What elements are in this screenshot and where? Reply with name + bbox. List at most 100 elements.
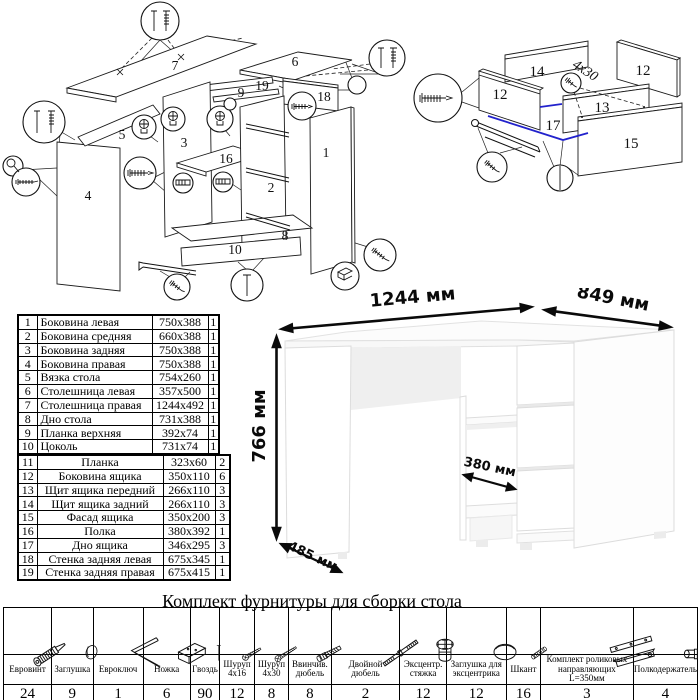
parts-cell-qty: 1 [214,523,231,539]
hardware-qty: 1 [92,683,144,700]
shelf-holder-icon [632,607,698,660]
hardware-qty: 4 [632,683,698,700]
parts-cell-num: 15 [17,510,38,525]
hardware-qty: 24 [2,683,53,700]
parts-cell-name: Боковина ящика [36,468,164,484]
hardware-qty: 8 [288,683,332,700]
parts-cell-size: 731x74 [151,439,209,455]
parts-cell-name: Столешница левая [36,383,153,399]
parts-cell-size: 675x415 [162,565,216,581]
euro-screw-icon [2,607,66,667]
parts-cell-num: 9 [17,425,38,441]
parts-cell-qty: 1 [207,314,220,330]
svg-text:1: 1 [323,145,330,160]
screw-small-icon [219,607,262,661]
svg-text:16: 16 [219,151,233,166]
parts-cell-size: 392x74 [151,425,209,441]
parts-cell-qty: 3 [214,537,231,553]
parts-cell-name: Стенка задняя левая [36,551,164,567]
parts-cell-size: 660x388 [151,328,209,344]
parts-cell-num: 11 [17,454,38,470]
hardware-qty: 2 [330,683,401,700]
parts-cell-qty: 1 [214,551,231,567]
parts-cell-size: 731x388 [151,411,209,427]
svg-text:19: 19 [255,78,269,93]
parts-cell-size: 750x388 [151,342,209,358]
parts-cell-name: Полка [36,523,164,539]
hardware-qty: 8 [253,683,290,700]
parts-cell-name: Боковина левая [36,314,153,330]
parts-cell-size: 323x60 [162,454,216,470]
parts-cell-num: 8 [17,411,38,427]
svg-text:9: 9 [238,85,245,100]
svg-text:10: 10 [228,242,242,257]
parts-cell-qty: 1 [207,411,220,427]
parts-cell-name: Щит ящика передний [36,482,164,498]
parts-cell-num: 18 [17,551,38,567]
parts-cell-num: 14 [17,496,38,512]
parts-cell-size: 350x200 [162,510,216,525]
parts-cell-size: 750x388 [151,314,209,330]
parts-cell-qty: 3 [214,496,231,512]
svg-text:15: 15 [624,136,639,152]
parts-cell-qty: 1 [207,328,220,344]
parts-cell-size: 380x392 [162,523,216,539]
hardware-label: Евроключ [92,654,144,685]
parts-cell-qty: 3 [214,482,231,498]
parts-cell-num: 1 [17,314,38,330]
nail-icon [189,607,221,661]
parts-cell-size: 266x110 [162,496,216,512]
double-dowel-icon [330,607,419,667]
drawer-assembly-diagram: 14 12 12 13 15 17 4x30 [413,39,683,192]
parts-cell-num: 10 [17,439,38,455]
svg-text:1244 мм: 1244 мм [369,288,456,312]
hardware-qty: 6 [142,683,191,700]
screw-large-icon [253,607,298,662]
hardware-qty: 9 [51,683,94,700]
parts-cell-qty: 1 [207,356,220,372]
svg-text:12: 12 [636,63,651,79]
parts-cell-size: 266x110 [162,482,216,498]
hardware-qty: 12 [399,683,447,700]
parts-cell-name: Стенка задняя правая [36,565,164,581]
hardware-label: Заглушка [51,654,94,685]
hardware-qty: 90 [189,683,221,700]
svg-text:6: 6 [292,54,299,69]
hardware-qty: 12 [445,683,507,700]
svg-text:7: 7 [172,58,179,73]
parts-cell-qty: 6 [214,468,231,484]
svg-text:4: 4 [85,188,92,203]
parts-cell-num: 4 [17,356,38,372]
screw-dowel-icon [288,607,342,662]
parts-cell-name: Щит ящика задний [36,496,164,512]
parts-cell-qty: 1 [214,565,231,581]
hardware-label: Заглушка для эксцентрика [445,654,507,685]
hardware-qty: 12 [219,683,255,700]
hardware-label: Шкант [505,654,542,685]
svg-text:3: 3 [181,135,188,150]
cam-cap-icon [445,607,517,661]
parts-cell-num: 6 [17,383,38,399]
hardware-label: Шуруп 4x16 [219,654,255,685]
hardware-qty: 16 [505,683,542,700]
parts-cell-qty: 2 [214,454,231,470]
parts-cell-num: 7 [17,397,38,413]
